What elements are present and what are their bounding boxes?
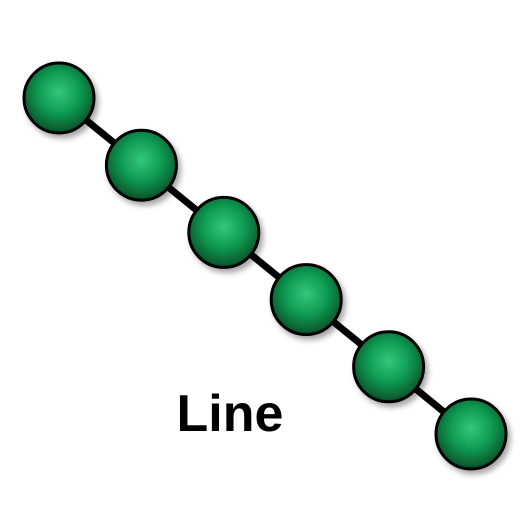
diagram-caption: Line (176, 385, 284, 443)
node-5 (352, 330, 426, 404)
node-6 (434, 397, 508, 471)
node-2 (104, 128, 178, 202)
node-3 (187, 195, 261, 269)
nodes (22, 61, 508, 471)
node-4 (269, 263, 343, 337)
node-1 (22, 61, 96, 135)
